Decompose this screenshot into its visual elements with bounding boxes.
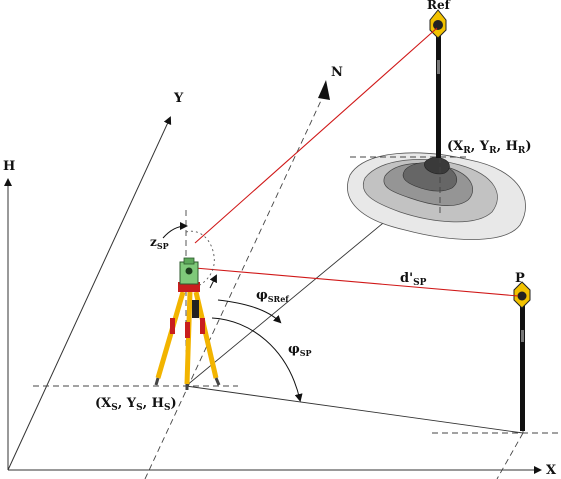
distance-label: d'SP (400, 271, 427, 288)
sight-line-p (194, 267, 519, 297)
p-label: P (515, 271, 525, 286)
station-coordinates: (XS, YS, HS) (95, 396, 177, 413)
ground-line-p (185, 385, 524, 434)
p-diagonal (496, 432, 524, 479)
h-axis-label: H (3, 159, 15, 174)
zenith-arrow (162, 222, 188, 239)
phi-ref-label: φSRef (256, 288, 289, 304)
north-line (144, 91, 326, 479)
zenith-dotted-arc (185, 230, 215, 286)
phi-ref-arc (217, 299, 282, 324)
ref-coordinates: (XR, YR, HR) (447, 139, 532, 156)
x-axis-label: X (546, 463, 557, 478)
zenith-label: zSP (150, 235, 169, 251)
sight-line-ref (194, 27, 438, 244)
phi-sp-label: φSP (288, 342, 312, 358)
terrain-contours (347, 152, 526, 240)
p-prism-pole (513, 281, 531, 431)
y-axis-label: Y (173, 91, 184, 106)
ref-label: Ref (427, 0, 451, 12)
y-axis-line (7, 116, 172, 471)
n-axis-label: N (331, 65, 343, 80)
north-arrow-head (318, 80, 330, 100)
zenith-small-arrow (209, 274, 217, 289)
total-station-tripod (154, 257, 221, 390)
phi-sp-arc (211, 317, 303, 402)
